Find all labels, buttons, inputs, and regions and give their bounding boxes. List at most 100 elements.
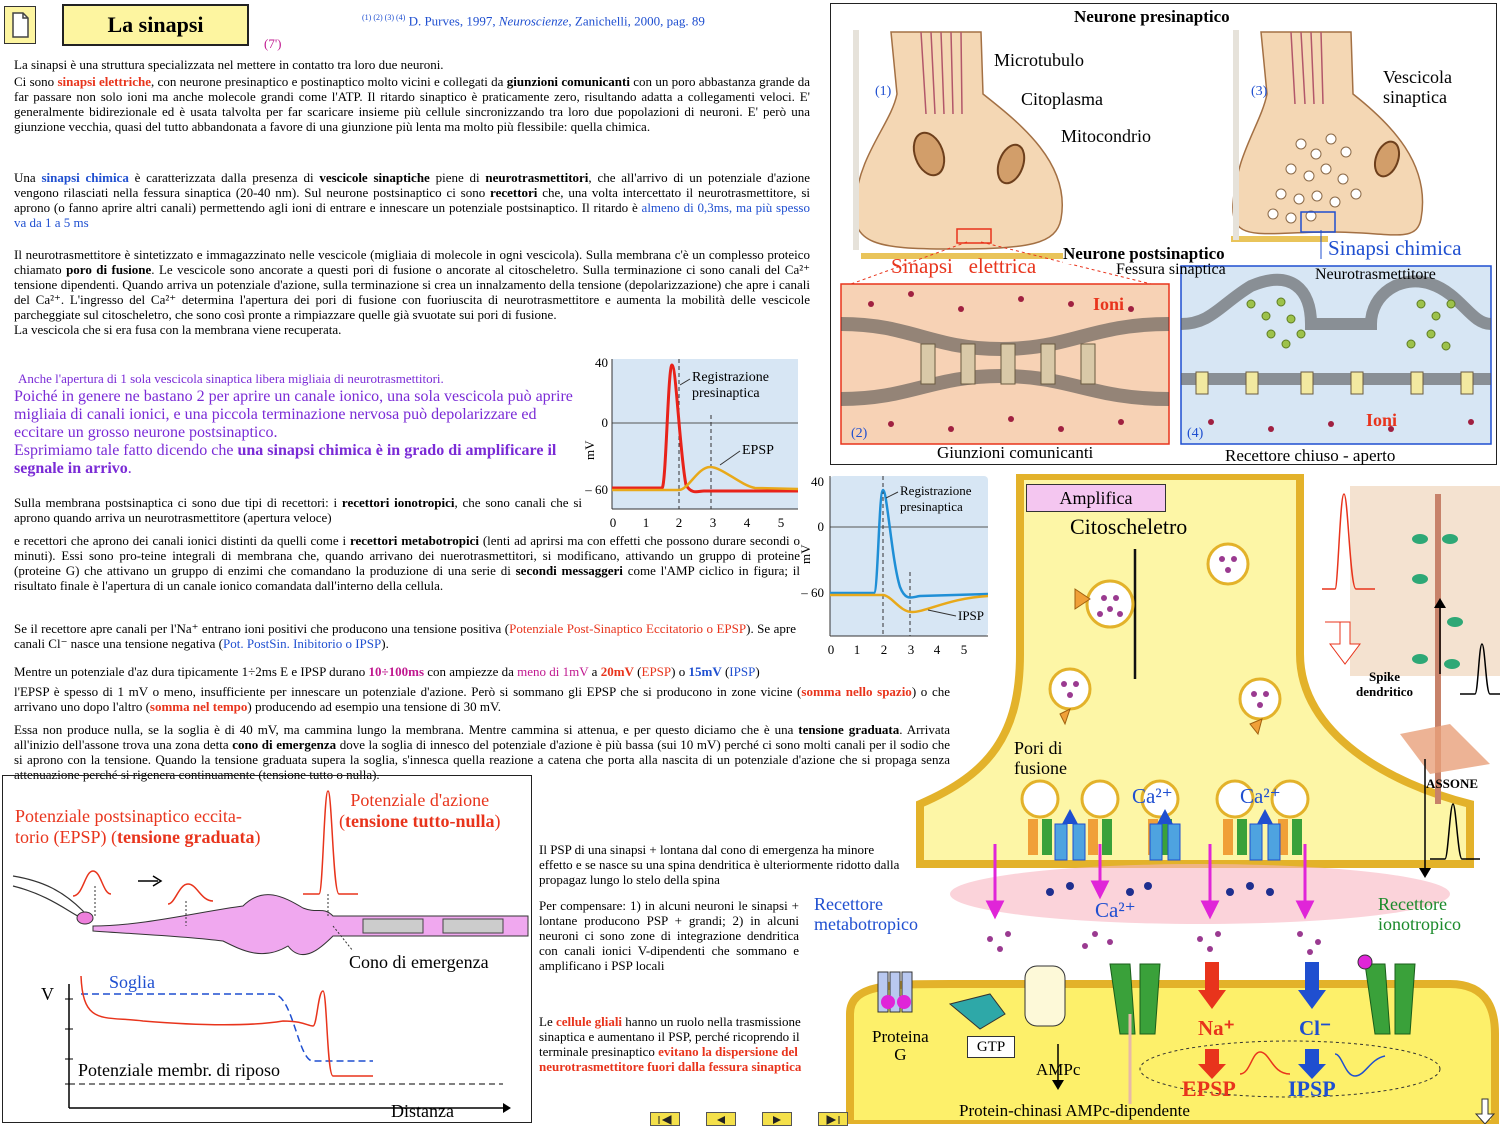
- reg-label: presinaptica: [900, 499, 963, 514]
- label-ca-1: Ca²⁺: [1132, 784, 1173, 808]
- text: Proteina: [872, 1027, 929, 1046]
- cl-arrow: [1298, 990, 1326, 1009]
- fig-label-3: (3): [1251, 84, 1268, 99]
- label-na: Na⁺: [1198, 1016, 1235, 1040]
- y-label: mV: [800, 544, 813, 564]
- text: con ampiezze da: [424, 664, 518, 679]
- y-tick: 0: [818, 519, 825, 534]
- vesicle-paragraph: Il neurotrasmettitore è sintetizzato e i…: [14, 247, 810, 337]
- spike-trace: [1322, 493, 1375, 590]
- text: ): [254, 827, 261, 847]
- intro-paragraph: La sinapsi è una struttura specializzata…: [14, 57, 810, 72]
- axon-arrow-head: [1419, 868, 1431, 878]
- term-meno: meno di 1mV: [517, 664, 589, 679]
- presynaptic-terminal: [853, 31, 1064, 250]
- text: Essa non produce nulla, se la soglia è d…: [14, 722, 799, 737]
- doc-icon[interactable]: [4, 6, 36, 44]
- cleft-ca: [950, 864, 1450, 924]
- membrane-upper: [1180, 273, 1492, 330]
- bg-strip: [1233, 30, 1239, 240]
- text: Per compensare: 1) in alcuni neuroni le …: [539, 898, 799, 973]
- mitochondrion: [996, 143, 1026, 185]
- term-ionotropici: recettori ionotropici: [341, 495, 455, 510]
- leader-line: [885, 491, 899, 499]
- dendritic-spike-trace: [1460, 643, 1500, 695]
- text: dove la soglia di innesco del potenziale…: [14, 737, 950, 782]
- page-icon: [12, 12, 29, 38]
- nav-prev-button[interactable]: [706, 1112, 736, 1126]
- g-protein: [897, 995, 911, 1009]
- text: .: [127, 460, 132, 477]
- electric-paragraph: Ci sono sinapsi elettriche, con neurone …: [14, 74, 810, 134]
- text: Mentre un potenziale d'az dura tipicamen…: [14, 664, 369, 679]
- epsp-trace: [612, 465, 799, 492]
- nav-next-button[interactable]: [762, 1112, 792, 1126]
- text: ) o: [671, 664, 689, 679]
- neuron-body: [92, 894, 529, 956]
- term-amplificare: una sinapsi chimica è in grado di amplif…: [14, 442, 557, 477]
- text: Spike: [1368, 669, 1401, 684]
- term-ipsp: Pot. PostSin. Inibitorio o IPSP: [223, 636, 382, 651]
- presynaptic-terminal: [1232, 31, 1424, 236]
- ap-wave: [303, 790, 358, 895]
- label-pka: Protein-chinasi AMPc-dipendente: [959, 1101, 1190, 1120]
- ca-arrows: [1062, 809, 1273, 824]
- y-label: mV: [582, 440, 597, 460]
- nav-last-button[interactable]: [818, 1112, 848, 1126]
- term-spazio: somma nello spazio: [801, 684, 912, 699]
- text: Pori di: [1014, 738, 1063, 758]
- graded-paragraph: Essa non produce nulla, se la soglia è d…: [14, 722, 950, 782]
- text: Sulla membrana postsinaptica ci sono due…: [14, 495, 342, 510]
- text: ). Se apre canali Cl⁻ nasce una tensione…: [14, 621, 797, 651]
- g-protein: [881, 995, 895, 1009]
- term-ipsp: IPSP: [729, 664, 756, 679]
- x-tick: 4: [934, 642, 941, 657]
- threshold-curve: [81, 993, 373, 1062]
- release-arrows: [985, 844, 1315, 920]
- fig-label-2: (2): [851, 426, 868, 441]
- epsp-wave: [1239, 1051, 1291, 1075]
- text: tensione graduata: [117, 827, 255, 847]
- text: . Arrivata all'inizio dell'assone trova …: [14, 722, 951, 752]
- reg-label: Registrazione: [900, 483, 972, 498]
- term-durata: 10÷100ms: [368, 664, 425, 679]
- nav-first-button[interactable]: [650, 1112, 680, 1126]
- term-20mv: 20mV: [600, 664, 634, 679]
- ligand: [1357, 954, 1373, 970]
- term-metabotropici: recettori metabotropici: [349, 533, 479, 548]
- leader-line: [927, 609, 957, 617]
- x-tick: 0: [828, 642, 835, 657]
- text: La vescicola che si era fusa con la memb…: [14, 322, 342, 337]
- bg-strip: [853, 30, 859, 250]
- term-epsp: Potenziale Post-Sinaptico Eccitatorio o …: [509, 621, 747, 636]
- citation: (1) (2) (3) (4) D. Purves, 1997, Neurosc…: [362, 13, 705, 29]
- na-arrow: [1198, 990, 1226, 1009]
- postsynaptic-terminal: [846, 980, 1499, 1128]
- vesicle-group: [1020, 542, 1310, 819]
- ipsp-chart-svg: 40 0 – 60 mV 0 1 2 3 4 5 Registrazione p…: [798, 474, 989, 657]
- text: . Le vescicole sono ancorate a questi po…: [14, 262, 810, 322]
- text: ).: [381, 636, 389, 651]
- leader-line: [679, 378, 691, 386]
- x-tick: 2: [881, 642, 888, 657]
- ipsp-trace: [830, 593, 989, 614]
- vesicle-contents: [1061, 556, 1269, 708]
- label-sinapsi-chimica: Sinapsi chimica: [1328, 236, 1462, 261]
- amplify-note: Anche l'apertura di 1 sola vescicola sin…: [18, 371, 578, 386]
- next-icon: [773, 1116, 781, 1124]
- presynaptic-terminal: [916, 472, 1474, 868]
- myelin: [362, 918, 424, 934]
- text: torio (EPSP) (: [15, 827, 118, 847]
- term-ritardo: almeno di 0,3ms, ma più spesso va da 1 a…: [14, 200, 810, 230]
- page-title: La sinapsi: [107, 12, 204, 37]
- metabotropic-receptor: [889, 971, 901, 1013]
- text: a: [588, 664, 601, 679]
- text: Il neurotrasmettitore è sintetizzato e i…: [14, 247, 810, 277]
- gtp-box: GTP: [967, 1036, 1015, 1058]
- fig-label-1: (1): [875, 84, 892, 99]
- label-assone: ASSONE: [1426, 776, 1479, 791]
- chart-plot-bg: [612, 359, 798, 509]
- label-epsp: EPSP: [1182, 1076, 1236, 1101]
- text: come l'AMP ciclico in figura; il risulta…: [14, 563, 801, 593]
- text: è caratterizzata dalla presenza di: [128, 170, 320, 185]
